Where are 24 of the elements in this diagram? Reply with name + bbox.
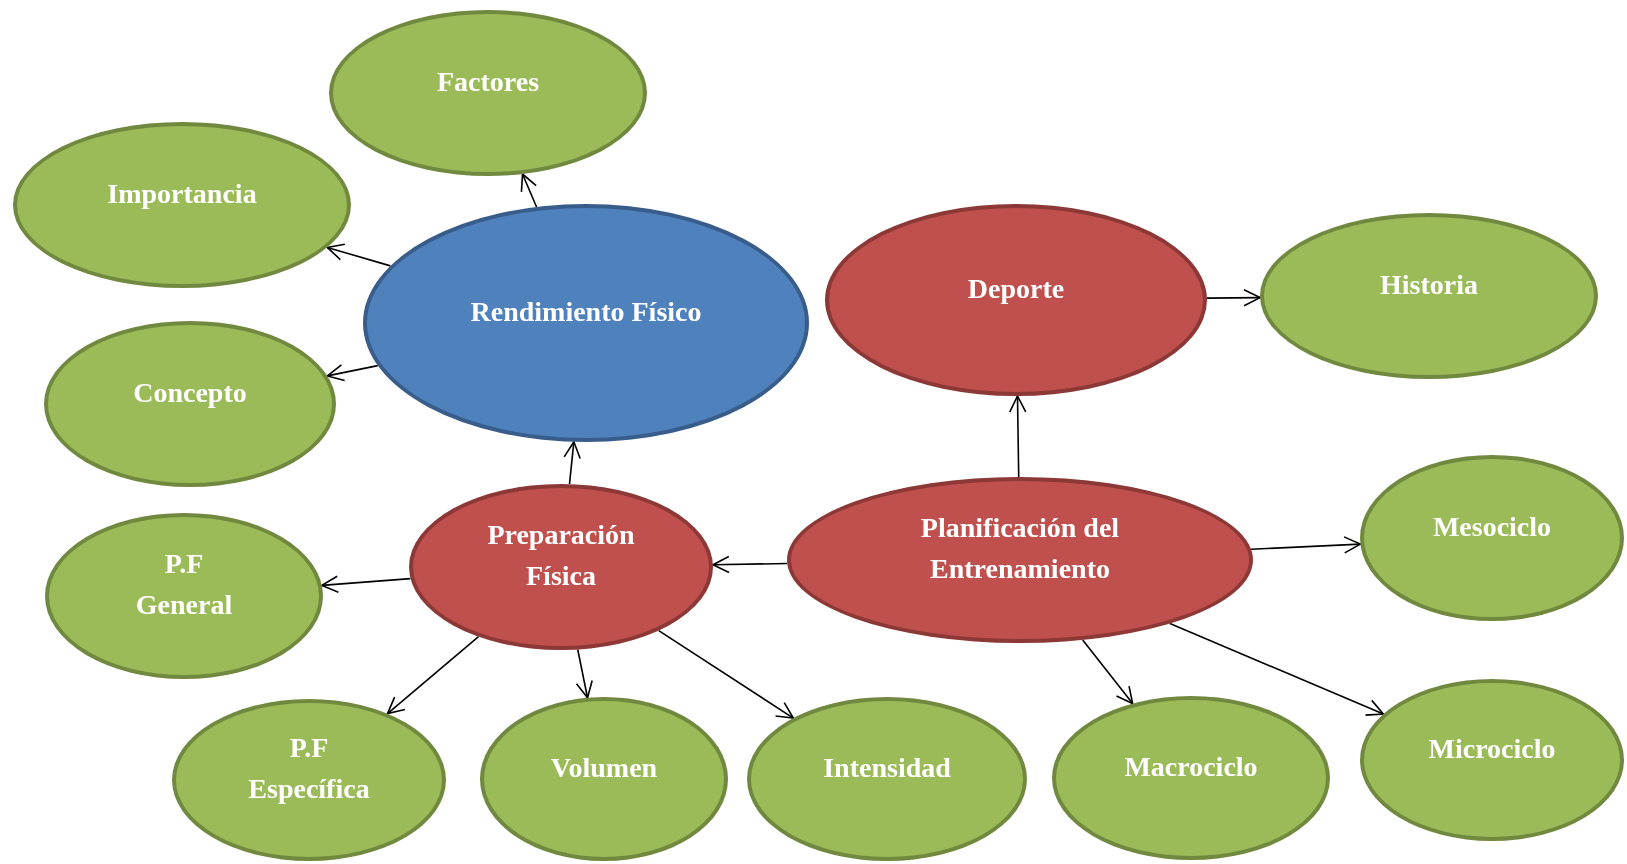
node-label: Historia <box>1380 267 1478 302</box>
node-label: Intensidad <box>823 750 951 785</box>
node-label: Importancia <box>107 176 257 211</box>
arrow <box>563 441 581 485</box>
node-label: P.F Específica <box>247 731 371 806</box>
node-label: Preparación Física <box>486 518 636 593</box>
node-label: Planificación del Entrenamiento <box>919 511 1121 586</box>
arrow <box>1008 395 1027 478</box>
node-label: Macrociclo <box>1124 749 1258 784</box>
node-label: Mesociclo <box>1432 509 1552 544</box>
node-label: Rendimiento Físico <box>470 294 702 329</box>
arrow <box>326 243 392 267</box>
node-label: Deporte <box>967 271 1065 306</box>
arrow <box>657 629 795 719</box>
arrow <box>1169 622 1385 716</box>
arrow <box>386 635 480 715</box>
node-label: Volumen <box>550 750 658 785</box>
node-label: Concepto <box>133 375 247 410</box>
arrow <box>1206 289 1261 307</box>
arrow <box>712 555 788 574</box>
node-label: P.F General <box>134 547 234 622</box>
node-label: Microciclo <box>1428 731 1556 766</box>
node-label: Factores <box>436 64 540 99</box>
arrow <box>575 648 593 699</box>
